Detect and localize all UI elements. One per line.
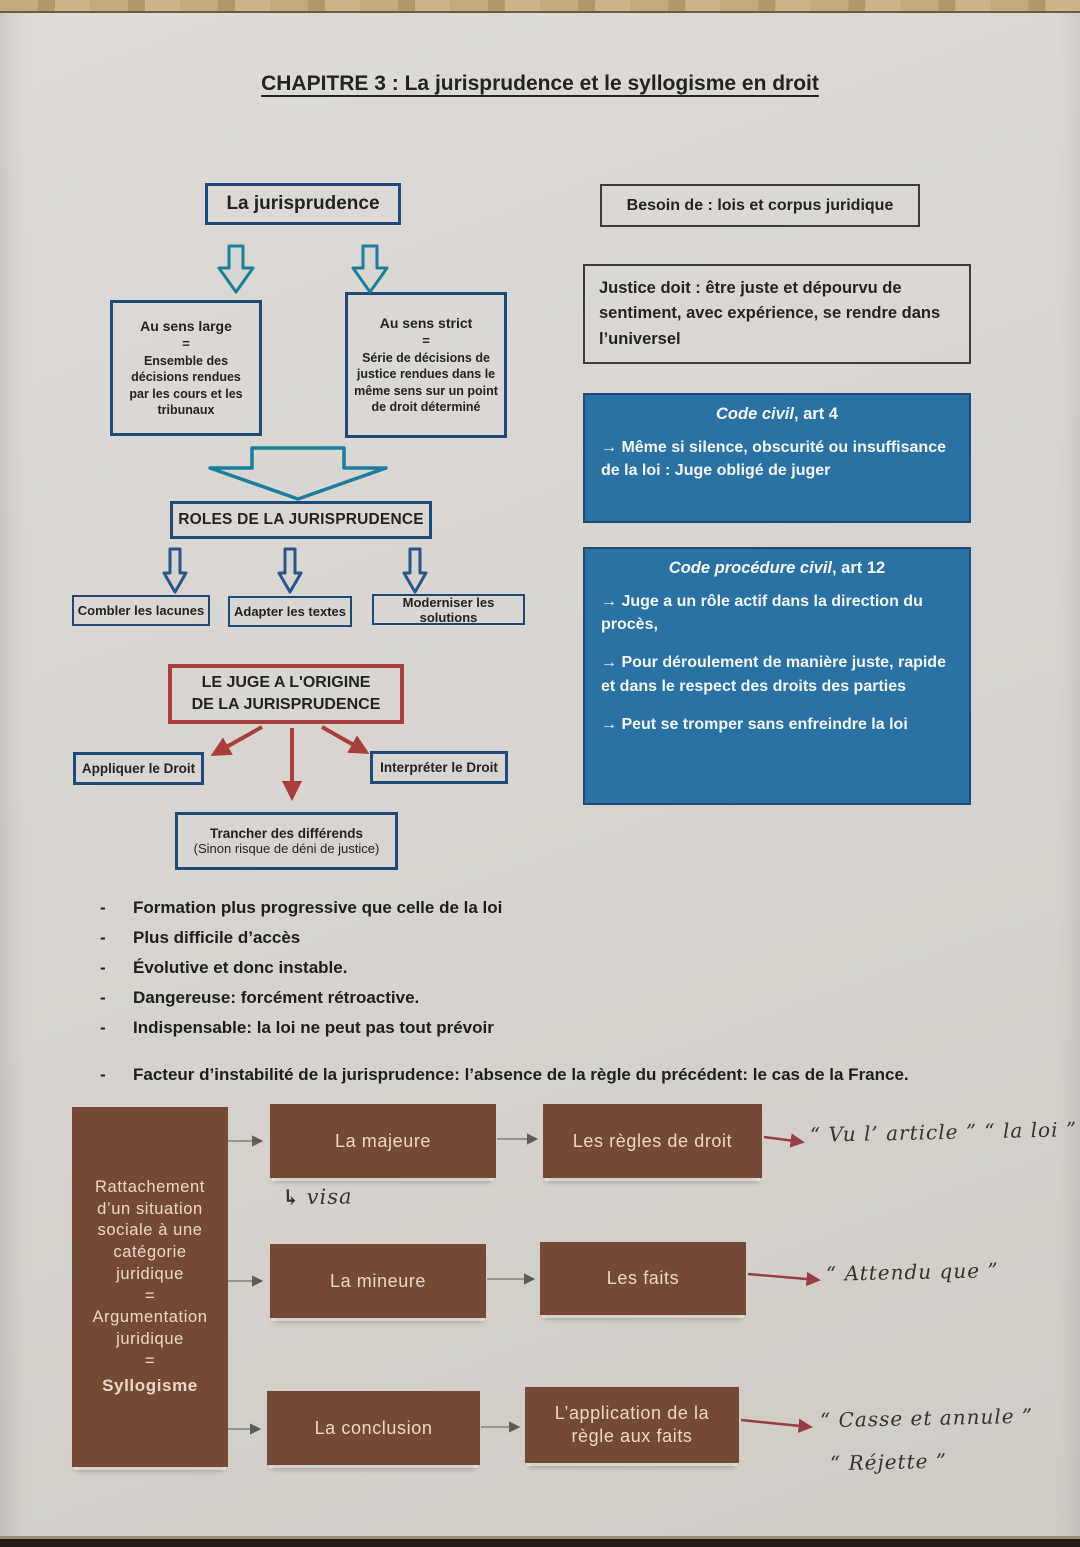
role-combler-box: Combler les lacunes (72, 595, 210, 626)
role-adapter-box: Adapter les textes (228, 596, 352, 627)
sens-large-title: Au sens large (140, 318, 232, 334)
red-arrow (210, 725, 263, 756)
list-item-text: Formation plus progressive que celle de … (133, 898, 503, 917)
down-arrow-icon (402, 547, 428, 594)
mineure-label: La mineure (329, 1270, 427, 1291)
syllogisme-definition-box: Rattachement d’un situation sociale à un… (72, 1107, 228, 1467)
big-down-arrow-icon (208, 446, 388, 501)
code-civil-card: Code civil, art 4 → Même si silence, obs… (583, 393, 971, 523)
role-adapter-label: Adapter les textes (234, 604, 346, 619)
visa-annotation: ↳visa (282, 1183, 353, 1209)
trancher-line1: Trancher des différends (209, 826, 364, 841)
code-civil-title-rest: , art 4 (793, 405, 838, 423)
roles-title-label: ROLES DE LA JURISPRUDENCE (178, 511, 424, 528)
code-civil-title-italic: Code civil (716, 405, 794, 423)
dash-marker: - (100, 987, 106, 1007)
role-combler-label: Combler les lacunes (77, 603, 205, 618)
handwritten-note-vu-article: “ Vu l’ article ” “ la loi ” (809, 1117, 1078, 1147)
interpreter-droit-box: Interpréter le Droit (370, 751, 508, 784)
code-procedure-point: → Peut se tromper sans enfreindre la loi (601, 715, 908, 733)
dash-marker: - (100, 957, 106, 977)
page-title: CHAPITRE 3 : La jurisprudence et le syll… (261, 72, 819, 95)
code-procedure-point: → Juge a un rôle actif dans la direction… (601, 593, 923, 634)
list-item-text: Évolutive et donc instable. (133, 957, 348, 977)
list-item: - Indispensable: la loi ne peut pas tout … (100, 1017, 980, 1040)
sens-strict-box: Au sens strict = Série de décisions de j… (345, 292, 507, 438)
majeure-label: La majeure (334, 1130, 432, 1151)
dash-marker: - (100, 927, 106, 947)
handwritten-note-casse: “ Casse et annule ” (819, 1403, 1034, 1433)
red-arrow (321, 725, 370, 754)
faits-box: Les faits (540, 1242, 746, 1315)
jurisprudence-root-box: La jurisprudence (205, 183, 401, 225)
code-civil-title: Code civil, art 4 (601, 405, 953, 424)
dash-marker: - (100, 1064, 106, 1084)
dash-marker: - (100, 898, 106, 917)
roles-title-box: ROLES DE LA JURISPRUDENCE (170, 501, 432, 539)
list-item-text: Facteur d’instabilité de la jurisprudenc… (133, 1064, 909, 1084)
equals-sign: = (182, 336, 190, 351)
list-item-text: Dangereuse: forcément rétroactive. (133, 987, 420, 1007)
down-arrow-icon (351, 244, 389, 294)
role-moderniser-label: Moderniser les solutions (402, 594, 495, 625)
besoin-label: Besoin de : lois et corpus juridique (626, 196, 894, 214)
list-item: - Évolutive et donc instable. (100, 957, 980, 980)
maroon-arrow (763, 1133, 805, 1148)
handwritten-note-rejette: “ Réjette ” (829, 1448, 948, 1476)
regles-droit-label: Les règles de droit (572, 1130, 733, 1151)
justice-label: Justice doit : être juste et dépourvu de… (599, 278, 941, 348)
handwritten-note-attendu: “ Attendu que ” (825, 1258, 999, 1286)
majeure-box: La majeure (270, 1104, 496, 1178)
down-arrow-icon (162, 547, 188, 594)
sens-large-box: Au sens large = Ensemble des décisions r… (110, 300, 262, 436)
trancher-line2: (Sinon risque de déni de justice) (193, 841, 380, 856)
sens-strict-title: Au sens strict (379, 315, 473, 331)
list-item-factor: - Facteur d’instabilité de la jurispruden… (100, 1064, 980, 1087)
down-arrow-icon (217, 244, 255, 294)
juge-origine-box: LE JUGE A L'ORIGINE DE LA JURISPRUDENCE (168, 664, 404, 724)
interpreter-droit-label: Interpréter le Droit (380, 760, 498, 775)
regles-droit-box: Les règles de droit (543, 1104, 762, 1178)
role-moderniser-box: Moderniser les solutions (372, 594, 525, 625)
juge-origine-label: LE JUGE A L'ORIGINE DE LA JURISPRUDENCE (191, 674, 381, 713)
sens-strict-body: Série de décisions de justice rendues da… (354, 351, 498, 414)
syllogisme-definition-text: Rattachement d’un situation sociale à un… (92, 1177, 208, 1370)
maroon-arrow (740, 1418, 813, 1434)
code-civil-point: → Même si silence, obscurité ou insuffis… (601, 439, 946, 480)
list-item: - Plus difficile d’accès (100, 927, 980, 950)
equals-sign: = (422, 333, 430, 348)
maroon-arrow (747, 1271, 821, 1287)
trancher-box: Trancher des différends (Sinon risque de… (175, 812, 398, 870)
down-arrow-icon (277, 547, 303, 594)
desk-edge-top (0, 0, 1080, 13)
visa-text: visa (306, 1184, 353, 1210)
list-item: - Dangereuse: forcément rétroactive. (100, 987, 980, 1010)
jurisprudence-root-label: La jurisprudence (226, 193, 380, 214)
mineure-box: La mineure (270, 1244, 486, 1318)
appliquer-droit-label: Appliquer le Droit (81, 761, 196, 776)
dash-marker: - (100, 1017, 106, 1037)
application-box: L’application de la règle aux faits (525, 1387, 739, 1463)
corner-arrow-icon: ↳ (281, 1184, 301, 1210)
syllogisme-definition-bold: Syllogisme (102, 1375, 198, 1395)
besoin-box: Besoin de : lois et corpus juridique (600, 184, 920, 227)
sens-large-body: Ensemble des décisions rendues par les c… (129, 354, 243, 417)
code-procedure-title-rest: , art 12 (832, 559, 886, 577)
list-item-text: Plus difficile d’accès (133, 927, 301, 947)
conclusion-box: La conclusion (267, 1391, 480, 1465)
faits-label: Les faits (606, 1268, 680, 1288)
list-item: - Formation plus progressive que celle de… (100, 897, 980, 920)
conclusion-label: La conclusion (314, 1417, 433, 1438)
code-procedure-title: Code procédure civil, art 12 (601, 559, 953, 578)
code-procedure-title-italic: Code procédure civil (668, 559, 832, 577)
list-item-text: Indispensable: la loi ne peut pas tout p… (133, 1017, 494, 1037)
code-procedure-card: Code procédure civil, art 12 → Juge a un… (583, 547, 971, 805)
application-label: L’application de la règle aux faits (554, 1402, 710, 1446)
justice-box: Justice doit : être juste et dépourvu de… (583, 264, 971, 364)
appliquer-droit-box: Appliquer le Droit (73, 752, 204, 785)
code-procedure-point: → Pour déroulement de manière juste, rap… (601, 654, 946, 695)
bullet-list: - Formation plus progressive que celle de… (100, 897, 980, 1094)
desk-edge-bottom (0, 1536, 1080, 1547)
